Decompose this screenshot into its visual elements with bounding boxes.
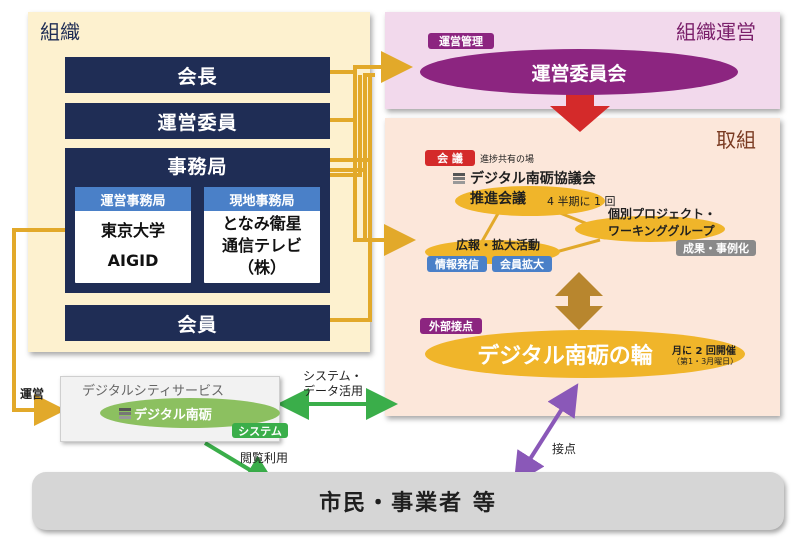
activities-title: 取組	[716, 128, 756, 152]
pr-label: 広報・拡大活動	[456, 238, 541, 252]
ops-office-header: 運営事務局	[75, 187, 191, 211]
council-line1: デジタル南砺協議会	[470, 171, 596, 187]
committee-meeting-ellipse: 運営委員会	[420, 49, 738, 95]
system-data-label-1: システム・	[303, 369, 363, 383]
ops-office-line2: AIGID	[107, 251, 159, 270]
results-tag: 成果・事例化	[676, 240, 756, 256]
system-tag: システム	[232, 423, 288, 438]
info-tag: 情報発信	[427, 256, 487, 272]
meeting-note: 進捗共有の場	[480, 155, 535, 165]
digital-service-title: デジタルシティサービス	[82, 384, 224, 399]
ring-ellipse: デジタル南砺の輪	[425, 330, 745, 378]
secretariat-title: 事務局	[65, 148, 330, 182]
project-line1: 個別プロジェクト・	[608, 207, 717, 221]
council-frequency: 4 半期に 1 回	[547, 195, 616, 208]
ring-frequency: 月に 2 回開催	[672, 346, 736, 357]
operation-label: 運営	[20, 387, 45, 401]
external-tag: 外部接点	[420, 318, 482, 334]
digital-nanto-logo-icon	[118, 405, 132, 419]
local-office-line1: となみ衛星	[222, 214, 302, 233]
chairman-box: 会長	[65, 57, 330, 93]
council-line2: 推進会議	[470, 191, 526, 207]
digital-service-name: デジタル南砺	[134, 408, 212, 423]
ops-management-tag: 運営管理	[428, 33, 494, 49]
ring-days: （第1・3月曜日）	[672, 357, 739, 366]
contact-label: 接点	[552, 442, 577, 456]
project-line2: ワーキンググループ	[608, 224, 715, 238]
local-office-box: 現地事務局 となみ衛星 通信テレビ （株）	[202, 185, 322, 285]
browse-label: 閲覧利用	[240, 451, 289, 465]
operations-title: 組織運営	[676, 20, 756, 44]
ops-office-line1: 東京大学	[100, 221, 165, 240]
citizens-box: 市民・事業者 等	[32, 472, 784, 530]
member-tag: 会員拡大	[492, 256, 552, 272]
ring-label: デジタル南砺の輪	[477, 344, 653, 369]
ops-office-box: 運営事務局 東京大学 AIGID	[73, 185, 193, 285]
system-data-label-2: データ活用	[303, 384, 364, 398]
council-logo-icon	[452, 170, 466, 184]
local-office-header: 現地事務局	[204, 187, 320, 211]
meeting-tag: 会 議	[425, 150, 475, 166]
project-ellipse	[575, 216, 725, 242]
local-office-line3: （株）	[237, 258, 286, 277]
committee-box: 運営委員	[65, 103, 330, 139]
local-office-line2: 通信テレビ	[221, 236, 302, 255]
organization-title: 組織	[40, 20, 80, 44]
council-ellipse	[455, 186, 605, 216]
members-box: 会員	[65, 305, 330, 341]
